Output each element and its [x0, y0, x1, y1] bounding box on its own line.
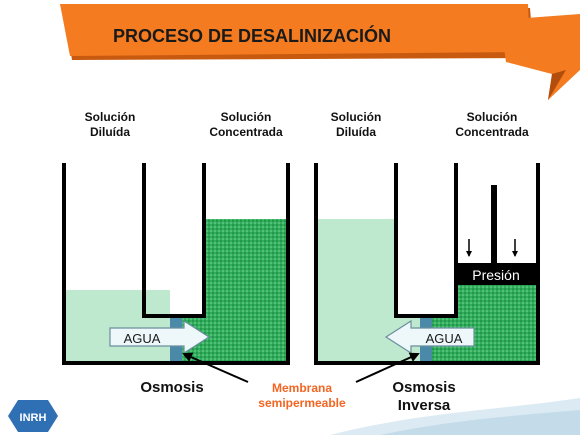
membrane-pointer-right [355, 352, 420, 383]
reverse-osmosis-caption-line1: Osmosis [392, 379, 455, 396]
divider-wall [394, 163, 458, 318]
membrane-pointer-left [182, 352, 249, 383]
dilute-solution [66, 290, 170, 361]
dilute-solution [318, 219, 396, 361]
membrane-callout: Membrana semipermeable [182, 352, 420, 410]
footer-wave-inner [380, 410, 580, 435]
water-label: AGUA [426, 331, 463, 346]
reverse-osmosis-panel: Solución Diluída Solución Concentrada Pr… [314, 110, 540, 414]
title: PROCESO DE DESALINIZACIÓN [113, 25, 391, 46]
concentrated-label-line1: Solución [221, 110, 272, 124]
water-flow-arrow-left [384, 319, 475, 355]
osmosis-panel: Solución Diluída Solución Concentrada AG… [62, 110, 290, 396]
membrane-label-line1: Membrana [272, 381, 332, 395]
container-outline [314, 163, 540, 365]
membrane-label-line2: semipermeable [258, 396, 346, 410]
dilute-label-line2: Diluída [336, 125, 376, 139]
concentrated-label-line2: Concentrada [209, 125, 283, 139]
inrh-logo: INRH [8, 400, 58, 432]
divider-wall [142, 163, 206, 318]
dilute-label-line1: Solución [85, 110, 136, 124]
title-banner: PROCESO DE DESALINIZACIÓN [60, 4, 580, 100]
water-flow-arrow-right [109, 319, 211, 355]
piston-rod [491, 185, 497, 265]
pressure-label: Presión [472, 267, 519, 283]
concentrated-label-line2: Concentrada [455, 125, 529, 139]
dilute-label-line1: Solución [331, 110, 382, 124]
container-outline [62, 163, 290, 365]
water-label: AGUA [124, 331, 161, 346]
osmosis-caption: Osmosis [140, 379, 203, 396]
concentrated-solution [456, 285, 536, 361]
concentrated-solution [204, 219, 286, 361]
logo-text: INRH [20, 412, 47, 424]
dilute-label-line2: Diluída [90, 125, 130, 139]
piston [456, 263, 536, 285]
concentrated-label-line1: Solución [467, 110, 518, 124]
reverse-osmosis-caption-line2: Inversa [398, 397, 451, 414]
